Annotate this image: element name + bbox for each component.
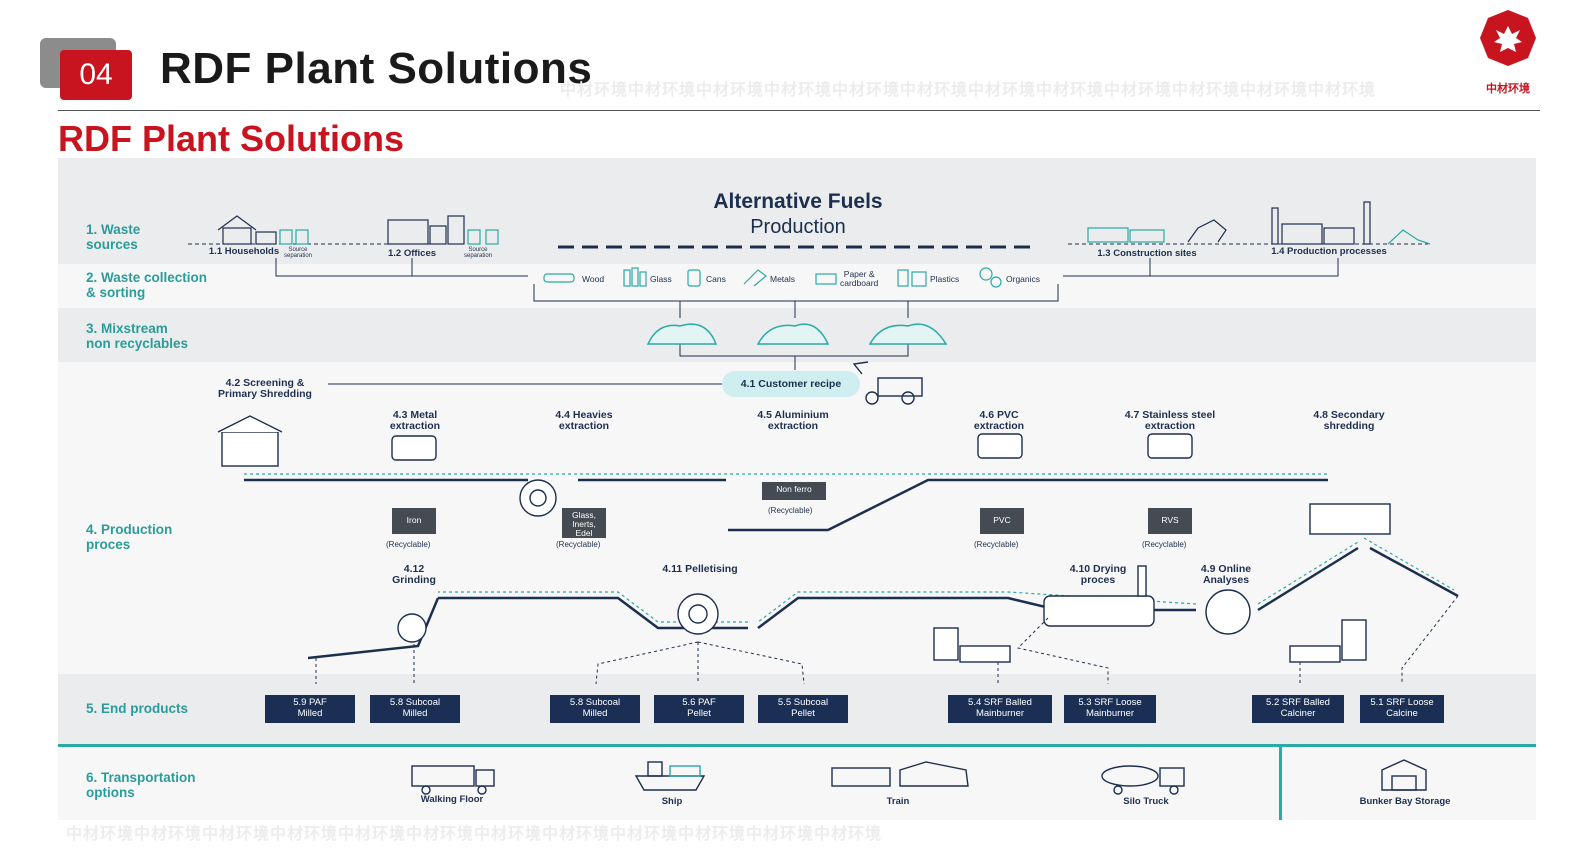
material-icons	[543, 267, 1002, 288]
bin-pvc: PVC	[980, 508, 1024, 534]
source-households: 1.1 Households	[208, 246, 280, 257]
row-label-waste-sources: 1. Waste sources	[86, 222, 141, 252]
step-pvc: 4.6 PVC extraction	[973, 409, 1025, 432]
product-5-1: 5.1 SRF Loose Calcine	[1360, 695, 1444, 723]
band-transport	[58, 747, 1536, 820]
product-5-8-a: 5.8 Subcoal Milled	[370, 695, 460, 723]
step-drying: 4.10 Drying proces	[1069, 563, 1127, 586]
row-label-production: 4. Production proces	[86, 522, 173, 552]
transport-train: Train	[886, 796, 910, 807]
loader-icon	[852, 361, 923, 405]
section-number-badge: 04	[60, 50, 132, 100]
transport-divider	[1279, 746, 1282, 820]
diagram-subtitle: Production	[750, 216, 846, 238]
header-divider	[58, 110, 1540, 111]
source-separation-households: Source separation	[284, 247, 313, 259]
transport-ship: Ship	[661, 796, 683, 807]
bin-nonferro-note: (Recyclable)	[768, 506, 813, 515]
page-subtitle: RDF Plant Solutions	[58, 118, 404, 159]
material-organics: Organics	[1006, 274, 1041, 284]
diagram-panel: 1. Waste sources 2. Waste collection & s…	[58, 158, 1536, 820]
source-icons	[217, 201, 1431, 245]
product-5-3: 5.3 SRF Loose Mainburner	[1064, 695, 1156, 723]
product-5-5: 5.5 Subcoal Pellet	[758, 695, 848, 723]
bin-glass-note: (Recyclable)	[556, 540, 601, 549]
step-aluminium: 4.5 Aluminium extraction	[757, 409, 829, 432]
row-label-end-products: 5. End products	[86, 701, 189, 716]
end-products-divider	[58, 744, 1536, 747]
material-glass: Glass	[650, 274, 672, 284]
product-5-4: 5.4 SRF Balled Mainburner	[948, 695, 1052, 723]
conveyor-lines	[244, 478, 1459, 660]
transport-silo-truck: Silo Truck	[1123, 796, 1169, 807]
bin-pvc-note: (Recyclable)	[974, 540, 1019, 549]
row-label-transport: 6. Transportation options	[86, 770, 196, 800]
product-5-2: 5.2 SRF Balled Calciner	[1252, 695, 1344, 723]
bin-rvs: RVS	[1148, 508, 1192, 534]
material-cans: Cans	[706, 274, 726, 284]
customer-recipe-pill: 4.1 Customer recipe	[722, 371, 860, 397]
product-5-9: 5.9 PAF Milled	[265, 695, 355, 723]
source-separation-offices: Source separation	[464, 247, 493, 259]
product-5-8-b: 5.8 Subcoal Milled	[550, 695, 640, 723]
material-plastics: Plastics	[930, 274, 960, 284]
machine-icons	[217, 415, 1391, 663]
step-grinding: 4.12 Grinding	[392, 563, 436, 586]
transport-bunker-bay: Bunker Bay Storage	[1359, 796, 1451, 807]
step-screening: 4.2 Screening & Primary Shredding	[218, 377, 312, 400]
company-logo-icon	[1480, 10, 1536, 66]
transport-walking-floor: Walking Floor	[420, 794, 484, 805]
step-stainless: 4.7 Stainless steel extraction	[1124, 409, 1216, 432]
step-online: 4.9 Online Analyses	[1200, 563, 1252, 586]
material-wood: Wood	[582, 274, 605, 284]
diagram-title: Alternative Fuels	[713, 190, 883, 213]
logo-text: 中材环境	[1486, 83, 1530, 95]
source-production: 1.4 Production processes	[1271, 246, 1387, 257]
bin-iron: Iron	[392, 508, 436, 534]
band-waste-sources	[58, 158, 1536, 264]
mixstream-pile-icons	[646, 323, 948, 345]
source-construction: 1.3 Construction sites	[1097, 248, 1197, 259]
step-metal: 4.3 Metal extraction	[389, 409, 441, 432]
bin-nonferro: Non ferro	[762, 482, 826, 500]
step-heavies: 4.4 Heavies extraction	[555, 409, 613, 432]
material-paper: Paper & cardboard	[840, 269, 879, 288]
row-label-mixstream: 3. Mixstream non recyclables	[86, 321, 189, 351]
bin-glass: Glass, Inerts, Edel	[562, 508, 606, 538]
transport-icons	[411, 759, 1427, 795]
step-secondary: 4.8 Secondary shredding	[1313, 409, 1385, 432]
row-label-collection: 2. Waste collection & sorting	[86, 270, 208, 300]
material-metals: Metals	[770, 274, 796, 284]
watermark-bottom: 中材环境中材环境中材环境中材环境中材环境中材环境中材环境中材环境中材环境中材环境…	[66, 826, 883, 843]
watermark-top: 中材环境中材环境中材环境中材环境中材环境中材环境中材环境中材环境中材环境中材环境…	[560, 82, 1377, 99]
page-title: RDF Plant Solutions	[160, 44, 593, 93]
source-offices: 1.2 Offices	[387, 248, 437, 259]
step-pelletising: 4.11 Pelletising	[662, 563, 738, 575]
bin-iron-note: (Recyclable)	[386, 540, 431, 549]
band-production	[58, 362, 1536, 674]
product-5-6: 5.6 PAF Pellet	[654, 695, 744, 723]
diagram-graphics	[188, 201, 1459, 795]
bin-rvs-note: (Recyclable)	[1142, 540, 1187, 549]
